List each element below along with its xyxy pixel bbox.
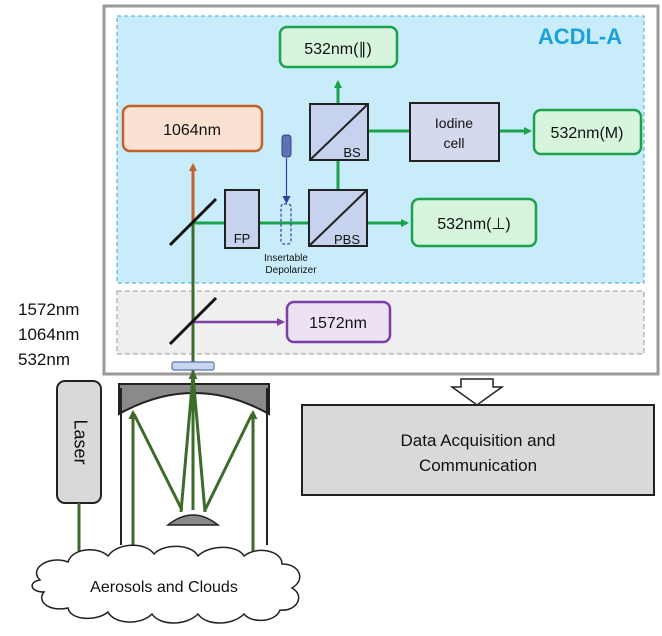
depolarizer-label-line1: Insertable	[264, 253, 308, 264]
detector-532-parallel	[278, 25, 399, 69]
depolarizer-stowed	[281, 134, 292, 158]
fp-etalon	[224, 189, 260, 249]
depolarizer-label-line2: Depolarizer	[265, 265, 317, 276]
system-title: ACDL-A	[538, 24, 622, 49]
bs-diagonal	[309, 103, 369, 161]
iodine-cell-line2: cell	[443, 135, 464, 151]
wavelength-1572-label: 1572nm	[18, 300, 79, 319]
detector-532-perp-label: 532nm(⊥)	[437, 216, 511, 233]
iodine-cell-line1: Iodine	[435, 115, 473, 131]
detector-532-m-label: 532nm(M)	[551, 125, 624, 142]
bs-label: BS	[343, 145, 361, 160]
dichroic-mirror-lower	[168, 296, 218, 346]
data-acquisition-line2: Communication	[419, 456, 537, 475]
detector-1572	[285, 300, 392, 344]
aerosols-clouds-shape	[31, 544, 301, 624]
iodine-cell	[409, 102, 500, 162]
pbs-diagonal	[308, 189, 368, 247]
fp-label: FP	[234, 231, 251, 246]
data-acquisition-box	[301, 404, 655, 496]
depolarizer-inserted	[280, 203, 292, 245]
laser-label: Laser	[70, 419, 90, 464]
telescope	[118, 383, 270, 545]
telescope-window	[171, 361, 215, 371]
data-flow-arrow	[449, 378, 505, 406]
wavelength-1064-label: 1064nm	[18, 325, 79, 344]
detector-532-m	[532, 108, 643, 156]
detector-1572-label: 1572nm	[309, 315, 367, 332]
detector-1064-label: 1064nm	[163, 122, 221, 139]
data-acquisition-line1: Data Acquisition and	[401, 431, 556, 450]
wavelength-532-label: 532nm	[18, 350, 70, 369]
detector-532-perp	[410, 197, 538, 248]
pbs-label: PBS	[334, 232, 360, 247]
detector-1064	[121, 104, 264, 153]
detector-532-parallel-label: 532nm(∥)	[304, 41, 372, 58]
aerosols-clouds-label: Aerosols and Clouds	[90, 579, 238, 596]
dichroic-mirror-upper	[168, 197, 218, 247]
